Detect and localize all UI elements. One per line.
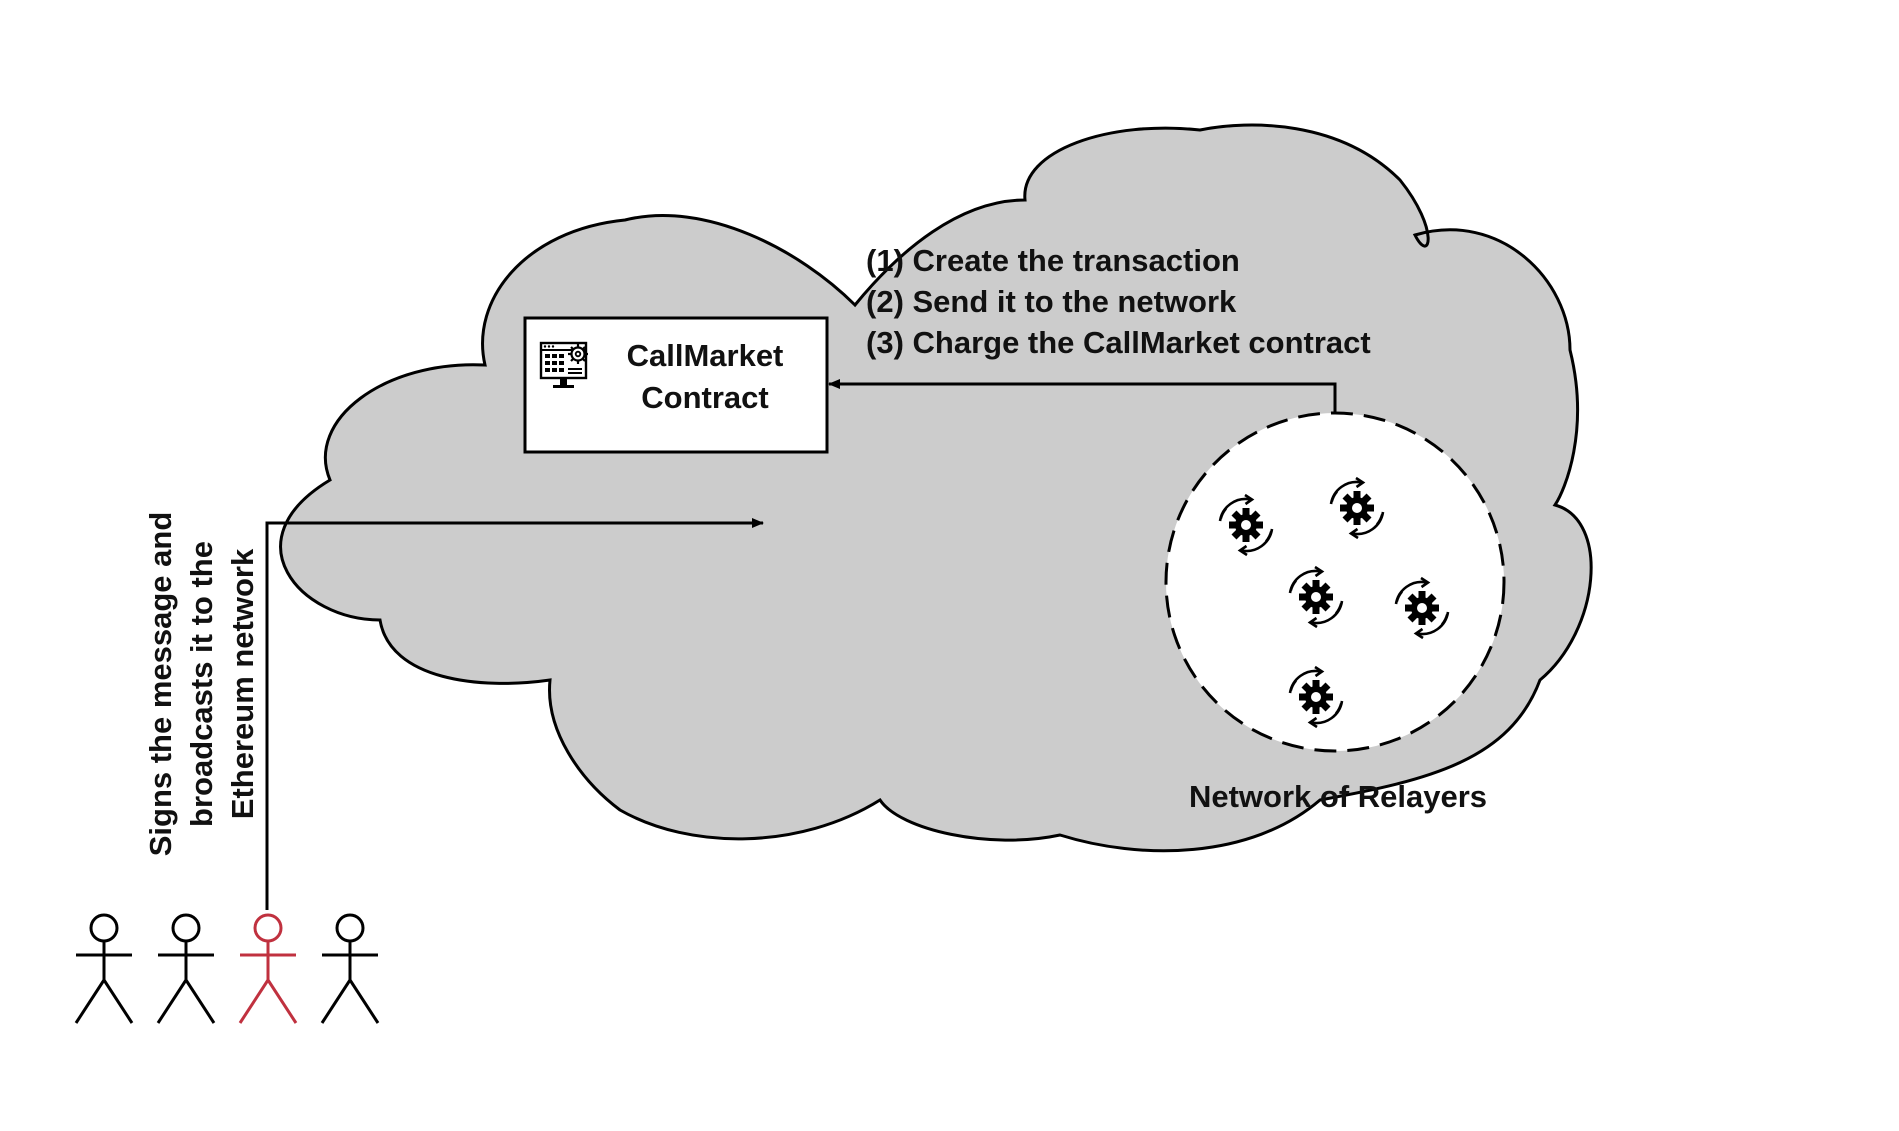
person-icon xyxy=(74,913,134,1024)
callmarket-contract-box: CallMarket Contract xyxy=(523,316,829,454)
relayer-network: Network of Relayers xyxy=(1164,411,1506,814)
person-icon xyxy=(156,913,216,1024)
relayer-network-label: Network of Relayers xyxy=(1189,779,1487,814)
relayer-steps: (1) Create the transaction (2) Send it t… xyxy=(866,243,1371,360)
signing-user-icon xyxy=(238,913,298,1024)
monitor-settings-icon xyxy=(539,341,588,388)
user-action-line3: Ethereum network xyxy=(225,548,260,819)
contract-title-line2: Contract xyxy=(641,380,768,415)
users-group xyxy=(74,913,380,1024)
user-action-label: Signs the message and broadcasts it to t… xyxy=(143,512,260,857)
step-1-label: (1) Create the transaction xyxy=(866,243,1240,278)
user-action-line2: broadcasts it to the xyxy=(184,541,219,827)
user-action-line1: Signs the message and xyxy=(143,512,178,857)
contract-title-line1: CallMarket xyxy=(627,338,784,373)
relayer-to-contract-arrow xyxy=(828,379,1337,416)
step-2-label: (2) Send it to the network xyxy=(866,284,1237,319)
step-3-label: (3) Charge the CallMarket contract xyxy=(866,325,1371,360)
user-broadcast-arrow xyxy=(265,518,764,910)
person-icon xyxy=(320,913,380,1024)
